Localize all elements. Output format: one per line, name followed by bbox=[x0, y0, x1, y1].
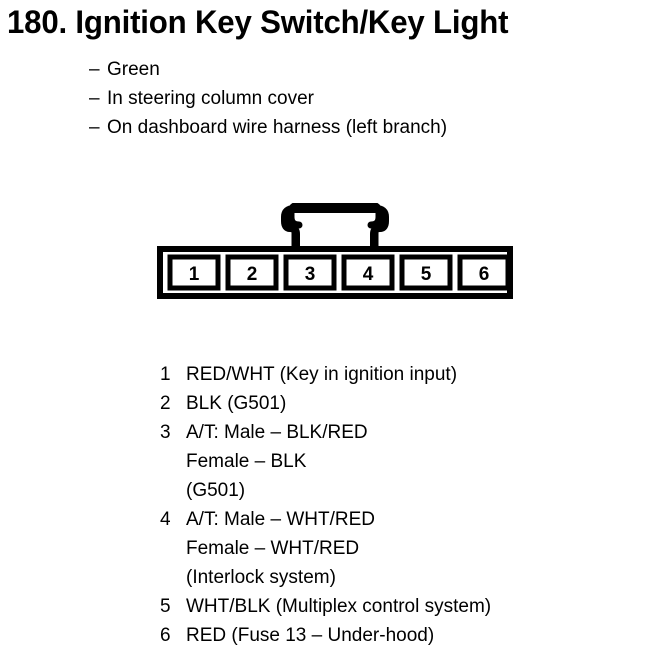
pin-row: 5 WHT/BLK (Multiplex control system) bbox=[160, 592, 660, 621]
pin-description-line: (Interlock system) bbox=[186, 567, 336, 588]
cavity-number-4: 4 bbox=[363, 264, 374, 285]
pin-number: 6 bbox=[160, 625, 171, 646]
connector-cavity-6 bbox=[457, 254, 511, 291]
pin-description: WHT/BLK (Multiplex control system) bbox=[186, 592, 660, 621]
pin-description-line: RED/WHT (Key in ignition input) bbox=[186, 364, 458, 385]
cavity-number-1: 1 bbox=[189, 264, 200, 285]
dash-bullet: – bbox=[89, 88, 100, 109]
connector-cavity-2 bbox=[225, 254, 279, 291]
pin-assignment-list: 1 RED/WHT (Key in ignition input) 2 BLK … bbox=[160, 360, 660, 650]
connector-cavity-5 bbox=[399, 254, 453, 291]
pin-number: 4 bbox=[160, 509, 171, 530]
pin-description-line: A/T: Male – WHT/RED bbox=[186, 509, 375, 530]
pin-number: 5 bbox=[160, 596, 171, 617]
description-text: On dashboard wire harness (left branch) bbox=[107, 117, 448, 138]
connector-cavity-1 bbox=[167, 254, 221, 291]
pin-description-line: BLK (G501) bbox=[186, 393, 287, 414]
description-item: – On dashboard wire harness (left branch… bbox=[89, 113, 649, 142]
page-title: 180. Ignition Key Switch/Key Light bbox=[7, 4, 509, 40]
description-text: Green bbox=[107, 59, 160, 80]
description-text: In steering column cover bbox=[107, 88, 314, 109]
description-list: – Green – In steering column cover – On … bbox=[89, 55, 649, 142]
cavity-number-5: 5 bbox=[421, 264, 432, 285]
dash-bullet: – bbox=[89, 117, 100, 138]
description-item: – Green bbox=[89, 55, 649, 84]
cavity-number-3: 3 bbox=[305, 264, 316, 285]
pin-number: 2 bbox=[160, 393, 171, 414]
connector-latch-outline bbox=[281, 205, 389, 253]
connector-diagram: 1 2 3 4 5 6 bbox=[157, 203, 513, 299]
pin-description-line: (G501) bbox=[186, 480, 246, 501]
pin-description-line: Female – BLK bbox=[186, 451, 307, 472]
pin-row: 1 RED/WHT (Key in ignition input) bbox=[160, 360, 660, 389]
pin-row: 6 RED (Fuse 13 – Under-hood) bbox=[160, 621, 660, 650]
pin-description-line: Female – WHT/RED bbox=[186, 538, 360, 559]
pin-description: A/T: Male – WHT/RED Female – WHT/RED (In… bbox=[186, 505, 660, 592]
pin-description: RED/WHT (Key in ignition input) bbox=[186, 360, 660, 389]
pin-description-line: A/T: Male – BLK/RED bbox=[186, 422, 368, 443]
connector-cavity-3 bbox=[283, 254, 337, 291]
dash-bullet: – bbox=[89, 59, 100, 80]
cavity-number-6: 6 bbox=[479, 264, 490, 285]
connector-cavity-4 bbox=[341, 254, 395, 291]
description-item: – In steering column cover bbox=[89, 84, 649, 113]
pin-row: 2 BLK (G501) bbox=[160, 389, 660, 418]
pin-row: 3 A/T: Male – BLK/RED Female – BLK (G501… bbox=[160, 418, 660, 505]
cavity-number-2: 2 bbox=[247, 264, 258, 285]
pin-description: RED (Fuse 13 – Under-hood) bbox=[186, 621, 660, 650]
pin-description-line: RED (Fuse 13 – Under-hood) bbox=[186, 625, 435, 646]
pin-number: 3 bbox=[160, 422, 171, 443]
pin-number: 1 bbox=[160, 364, 171, 385]
pin-row: 4 A/T: Male – WHT/RED Female – WHT/RED (… bbox=[160, 505, 660, 592]
pin-description: A/T: Male – BLK/RED Female – BLK (G501) bbox=[186, 418, 660, 505]
pin-description-line: WHT/BLK (Multiplex control system) bbox=[186, 596, 492, 617]
pin-description: BLK (G501) bbox=[186, 389, 660, 418]
